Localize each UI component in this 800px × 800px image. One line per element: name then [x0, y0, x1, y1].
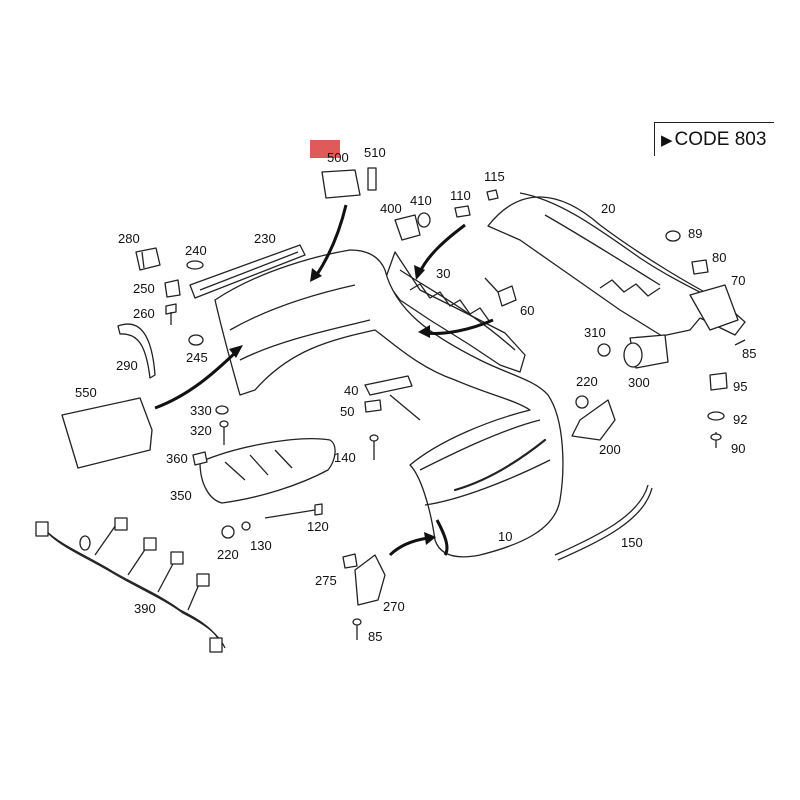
part-200-bracket	[571, 395, 616, 441]
label-250: 250	[133, 281, 155, 296]
label-320: 320	[190, 423, 212, 438]
label-510: 510	[364, 145, 386, 160]
label-130: 130	[250, 538, 272, 553]
label-85-lower: 85	[368, 629, 382, 644]
part-290-trim	[117, 323, 156, 379]
fasteners-left	[164, 279, 204, 346]
label-92: 92	[733, 412, 747, 427]
label-290: 290	[116, 358, 138, 373]
part-390-harness	[35, 517, 226, 653]
part-10-bumper-cover	[214, 249, 564, 558]
part-labels: 500 510 115 410 110 400 20 280 240 230 8…	[75, 145, 756, 644]
part-500-highlight	[310, 140, 340, 158]
part-280-bracket	[135, 247, 161, 271]
label-20: 20	[601, 201, 615, 216]
part-500-510	[321, 167, 377, 199]
label-70: 70	[731, 273, 745, 288]
label-40: 40	[344, 383, 358, 398]
part-150-strip	[554, 484, 653, 561]
label-150: 150	[621, 535, 643, 550]
label-230: 230	[254, 231, 276, 246]
fasteners-center	[215, 405, 379, 539]
label-240: 240	[185, 243, 207, 258]
label-115: 115	[484, 169, 505, 184]
assembly-arrows	[154, 204, 494, 557]
part-30-bumper-carrier	[384, 251, 526, 373]
label-220-lower: 220	[217, 547, 239, 562]
label-300: 300	[628, 375, 650, 390]
label-390: 390	[134, 601, 156, 616]
label-360: 360	[166, 451, 188, 466]
label-80: 80	[712, 250, 726, 265]
label-50: 50	[340, 404, 354, 419]
label-330: 330	[190, 403, 212, 418]
label-280: 280	[118, 231, 140, 246]
label-310: 310	[584, 325, 606, 340]
code-reference-box: ▶CODE 803	[654, 122, 774, 156]
part-240-clip	[186, 260, 204, 270]
label-400: 400	[380, 201, 402, 216]
label-500: 500	[327, 150, 349, 165]
parts-top-center	[394, 189, 499, 241]
code-text: CODE 803	[674, 129, 767, 150]
label-270: 270	[383, 599, 405, 614]
label-550: 550	[75, 385, 97, 400]
label-260: 260	[133, 306, 155, 321]
label-200: 200	[599, 442, 621, 457]
part-270-bracket	[342, 553, 386, 640]
label-110: 110	[450, 188, 471, 203]
label-95: 95	[733, 379, 747, 394]
part-230-rail	[189, 244, 306, 299]
label-60: 60	[520, 303, 534, 318]
label-275: 275	[315, 573, 337, 588]
fasteners-right	[707, 339, 746, 448]
label-85-right: 85	[742, 346, 756, 361]
part-300-sensor	[597, 334, 669, 369]
label-350: 350	[170, 488, 192, 503]
label-245: 245	[186, 350, 208, 365]
label-120: 120	[307, 519, 329, 534]
parts-right-top	[665, 230, 739, 331]
label-410: 410	[410, 193, 432, 208]
label-140: 140	[334, 450, 356, 465]
label-220-right: 220	[576, 374, 598, 389]
parts-40-50	[364, 375, 421, 421]
label-90: 90	[731, 441, 745, 456]
part-60-bracket	[484, 277, 517, 307]
label-89: 89	[688, 226, 702, 241]
label-30: 30	[436, 266, 450, 281]
pointer-arrow-icon: ▶	[661, 132, 673, 149]
part-350-bracket	[192, 438, 336, 504]
part-550-panel	[61, 397, 153, 469]
label-10: 10	[498, 529, 512, 544]
